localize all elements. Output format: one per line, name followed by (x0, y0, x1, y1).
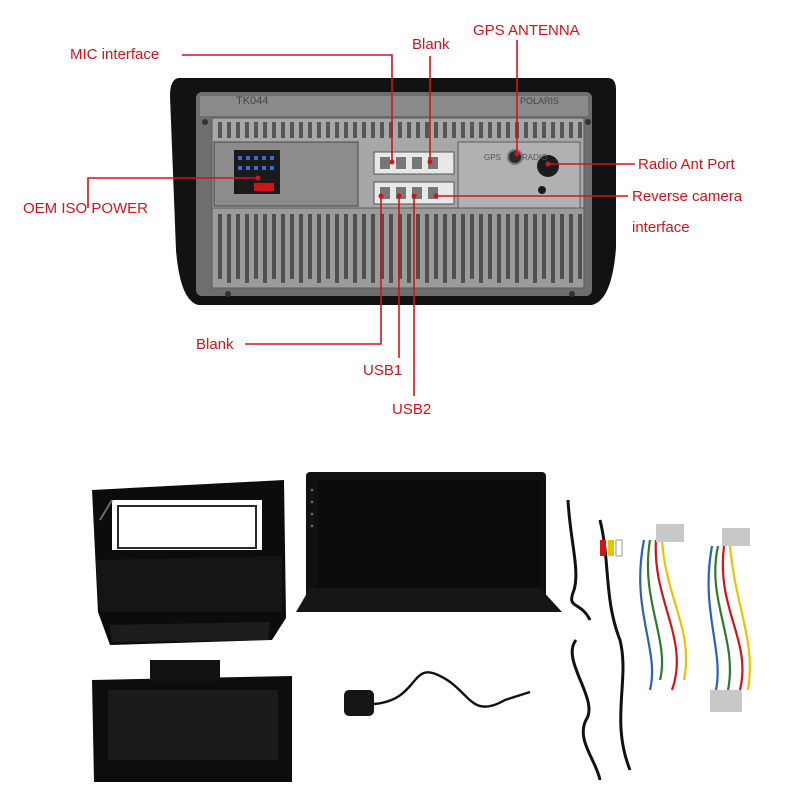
label-blank-top: Blank (412, 36, 450, 53)
chassis-top-strip (200, 96, 588, 116)
gps-marking: GPS (484, 153, 501, 162)
wiring-harness-2 (707, 528, 751, 712)
wiring-harness-1 (639, 524, 688, 691)
callout-dots (255, 151, 551, 199)
label-usb1: USB1 (363, 362, 403, 379)
model-marking: TK044 (236, 95, 268, 107)
label-radio-ant-port: Radio Ant Port (638, 156, 735, 173)
cable-bundle (566, 499, 632, 781)
gps-antenna-puck (344, 671, 531, 716)
label-blank-bottom: Blank (196, 336, 234, 353)
label-mic-interface: MIC interface (70, 46, 160, 63)
head-unit-screen (296, 472, 562, 612)
label-oem-iso-power: OEM ISO POWER (23, 200, 149, 217)
brand-marking: POLARIS (520, 96, 559, 106)
iso-pins (238, 156, 274, 170)
label-gps-antenna: GPS ANTENNA (473, 22, 580, 39)
heatsink-ribs (218, 122, 582, 138)
iso-red-tab (254, 183, 274, 191)
label-reverse-camera-interface: interface (632, 219, 690, 236)
callout-lines (87, 40, 635, 396)
storage-pocket (92, 660, 292, 782)
screw-hole (538, 186, 546, 194)
rca-plugs (600, 539, 623, 557)
label-usb2: USB2 (392, 401, 432, 418)
radio-marking: RADIO (522, 153, 547, 162)
dash-fascia-frame (92, 480, 286, 645)
label-reverse-camera: Reverse camera (632, 188, 743, 205)
